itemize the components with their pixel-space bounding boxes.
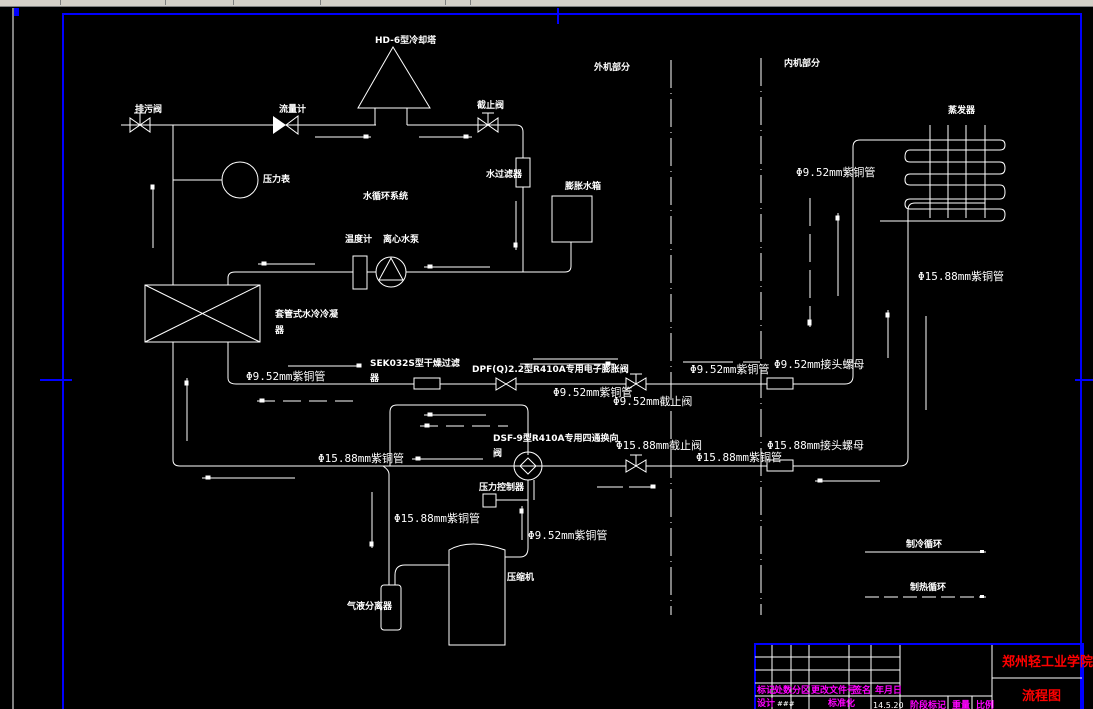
- liquid-stop-valve: [625, 373, 647, 391]
- pipe-label: Φ9.52mm紫铜管: [690, 362, 769, 376]
- water-circuit: [121, 46, 593, 467]
- legend-cooling-label: 制冷循环: [906, 538, 942, 550]
- section-dividers: [670, 58, 762, 615]
- pipe-label: Φ9.52mm紫铜管: [246, 369, 325, 383]
- water-filter-label: 水过滤器: [486, 168, 523, 180]
- tb-standard: 标准化: [827, 697, 855, 709]
- flow-meter-label: 流量计: [279, 103, 306, 115]
- tb-date: 14.5.20: [873, 701, 904, 709]
- pipe-label: Φ9.52mm紫铜管: [528, 528, 607, 542]
- cooling-tower-label: HD-6型冷却塔: [375, 34, 437, 46]
- four-way-valve-label-2: 阀: [493, 447, 502, 459]
- expansion-tank-label: 膨胀水箱: [564, 180, 601, 192]
- pump-label: 离心水泵: [383, 233, 420, 245]
- tb-header: 处数: [773, 684, 793, 696]
- pipe-label: Φ9.52mm截止阀: [613, 394, 692, 408]
- indoor-section-label: 内机部分: [784, 57, 820, 69]
- expansion-valve: [495, 377, 517, 391]
- water-stop-valve: [477, 112, 499, 133]
- pipe-label: Φ9.52mm紫铜管: [796, 165, 875, 179]
- stop-valve-label: 截止阀: [477, 99, 504, 111]
- legend: 制冷循环 制热循环: [865, 538, 986, 598]
- pressure-gauge-label: 压力表: [263, 173, 291, 185]
- tb-design: 设计: [757, 697, 775, 709]
- drain-valve: [129, 112, 151, 133]
- tb-stage: 阶段标记: [910, 699, 946, 709]
- drawing-frame: [12, 8, 1093, 709]
- pipe-label: Φ15.88mm紫铜管: [918, 269, 1004, 283]
- evaporator-label: 蒸发器: [948, 104, 976, 116]
- legend-heating-label: 制热循环: [910, 581, 946, 593]
- title-block: 标记 处数 分区 更改文件号 签名 年月日 设计 ### 标准化 14.5.20…: [754, 643, 1093, 709]
- drain-valve-label: 排污阀: [135, 103, 162, 115]
- flow-meter: [273, 115, 299, 135]
- toolbar-strip[interactable]: [0, 0, 1093, 7]
- tb-scale: 比例: [976, 699, 994, 709]
- tb-weight: 重量: [952, 699, 970, 709]
- pipe-label: Φ15.88mm截止阀: [616, 438, 702, 452]
- pipe-label: Φ9.52mm接头螺母: [774, 358, 864, 371]
- tb-header: 分区: [792, 684, 810, 696]
- outdoor-section-label: 外机部分: [593, 61, 630, 73]
- gas-stop-valve: [625, 454, 647, 473]
- tb-header: 签名: [852, 684, 871, 696]
- tb-header: 更改文件号: [811, 684, 856, 696]
- tb-designer: ###: [777, 700, 795, 708]
- separator-label: 气液分离器: [346, 600, 393, 612]
- drawing-canvas[interactable]: 外机部分 内机部分: [0, 7, 1093, 709]
- condenser-label-2: 器: [274, 325, 285, 336]
- school-name: 郑州轻工业学院: [1002, 654, 1093, 670]
- expansion-valve-label: DPF(Q)2.2型R410A专用电子膨胀阀: [472, 363, 629, 375]
- tb-header: 年月日: [875, 684, 902, 696]
- drawing-name: 流程图: [1022, 688, 1061, 704]
- pipe-label: Φ9.52mm紫铜管: [553, 385, 632, 399]
- flow-arrows: [150, 134, 927, 548]
- water-system-title: 水循环系统: [363, 190, 408, 202]
- evaporator-coil: [880, 125, 1006, 222]
- thermometer-label: 温度计: [345, 233, 372, 245]
- refrigerant-circuit: [227, 139, 985, 646]
- pipe-label: Φ15.88mm紫铜管: [394, 511, 480, 525]
- drier-label-2: 器: [369, 373, 380, 384]
- compressor-label: 压缩机: [507, 571, 534, 583]
- pressure-controller-label: 压力控制器: [479, 481, 525, 493]
- drier-label-1: SEK032S型干燥过滤: [370, 357, 460, 369]
- tb-header: 标记: [756, 684, 775, 696]
- pipe-label: Φ15.88mm接头螺母: [767, 439, 864, 452]
- pipe-label: Φ15.88mm紫铜管: [318, 451, 404, 465]
- pipe-label: Φ15.88mm紫铜管: [696, 450, 782, 464]
- condenser-label-1: 套管式水冷冷凝: [275, 308, 339, 320]
- four-way-valve-label-1: DSF-9型R410A专用四通换向: [493, 432, 619, 444]
